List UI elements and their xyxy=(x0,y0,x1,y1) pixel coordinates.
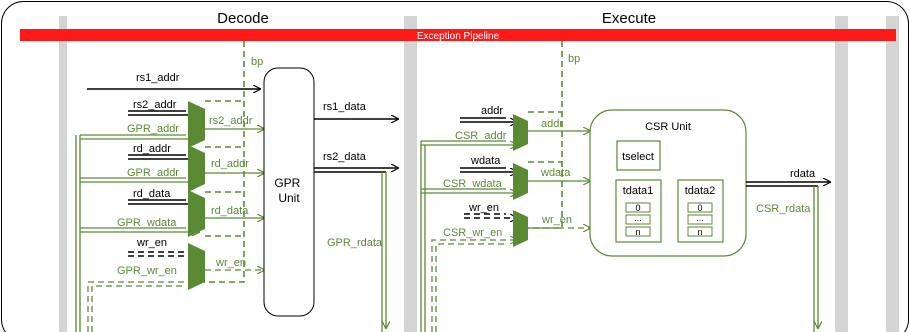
band-execute-right xyxy=(835,16,848,332)
tdata2-cell-n xyxy=(687,226,713,237)
execute-input-wr-en: wr_en xyxy=(468,202,499,214)
tdata1-label: tdata1 xyxy=(623,185,654,197)
decode-mux-rd-addr xyxy=(188,145,205,192)
execute-output-rdata: rdata xyxy=(790,168,816,180)
band-far-right xyxy=(886,16,899,332)
decode-output-rs2-data: rs2_data xyxy=(323,151,367,163)
execute-input-csr-wr-en: CSR_wr_en xyxy=(443,227,502,239)
execute-input-csr-addr: CSR_addr xyxy=(455,130,507,142)
decode-input-gpr-wdata: GPR_wdata xyxy=(117,217,177,229)
tdata2-register xyxy=(677,179,724,243)
tdata2-cell-0 xyxy=(687,202,713,213)
execute-stage: bp addr CSR_addr wdata CSR_wdata wr_en xyxy=(420,41,830,332)
decode-input-rd-addr: rd_addr xyxy=(133,143,171,155)
execute-mux-addr xyxy=(513,114,528,151)
execute-mux-out-wr-en: wr_en xyxy=(541,214,572,226)
decode-output-rs1-data: rs1_data xyxy=(323,101,367,113)
band-left xyxy=(59,16,67,332)
tdata2-cell-mid xyxy=(687,214,713,225)
tdata1-cell-mid xyxy=(625,214,651,225)
gpr-unit-line1: GPR xyxy=(274,176,300,190)
tdata2-cell-mid-text: ... xyxy=(696,213,704,223)
tdata1-cell-0-text: 0 xyxy=(635,203,640,213)
decode-input-wr-en: wr_en xyxy=(136,237,167,249)
execute-bp-line xyxy=(528,41,563,229)
decode-input-rs2-addr: rs2_addr xyxy=(133,99,177,111)
pipeline-register-bands xyxy=(59,16,899,332)
exception-pipeline-bar xyxy=(20,29,896,41)
tdata1-cell-0 xyxy=(625,202,651,213)
decode-mux-wr-en xyxy=(188,243,205,290)
decode-mux-rs2-addr xyxy=(188,101,205,148)
tdata2-label: tdata2 xyxy=(685,185,716,197)
execute-input-addr: addr xyxy=(481,105,503,117)
stage-title-execute: Execute xyxy=(602,10,656,27)
decode-mux-out-rd-addr: rd_addr xyxy=(211,158,249,170)
tdata1-cell-mid-text: ... xyxy=(634,213,642,223)
execute-bp-label: bp xyxy=(568,53,580,65)
decode-input-rd-data: rd_data xyxy=(133,188,171,200)
gpr-unit-line2: Unit xyxy=(278,191,300,205)
decode-stage: bp rs1_addr rs2_ xyxy=(75,41,398,332)
stage-title-decode: Decode xyxy=(217,10,269,27)
decode-feedback-gpr-rdata: GPR_rdata xyxy=(327,237,383,249)
tdata1-cell-n-text: n xyxy=(635,227,640,237)
decode-input-gpr-addr-2: GPR_addr xyxy=(127,167,179,179)
execute-mux-out-addr: addr xyxy=(541,118,563,130)
exception-pipeline-label: Exception Pipeline xyxy=(417,31,500,42)
execute-feedback-csr-rdata: CSR_rdata xyxy=(756,203,811,215)
decode-mux-out-rs2-addr: rs2_addr xyxy=(209,115,253,127)
gpr-unit-block xyxy=(263,67,315,317)
execute-input-csr-wdata: CSR_wdata xyxy=(443,178,503,190)
execute-mux-out-wdata: wdata xyxy=(540,167,571,179)
decode-mux-out-rd-data: rd_data xyxy=(211,205,249,217)
execute-mux-wr-en xyxy=(513,210,528,247)
decode-input-gpr-wr-en: GPR_wr_en xyxy=(117,265,177,277)
tselect-register xyxy=(616,140,661,171)
execute-input-wdata: wdata xyxy=(470,155,501,167)
execute-mux-wdata xyxy=(513,163,528,200)
decode-input-gpr-addr-1: GPR_addr xyxy=(127,123,179,135)
decode-bp-line xyxy=(190,41,245,283)
gpr-unit-label: GPR Unit xyxy=(274,176,303,205)
csr-unit-title: CSR Unit xyxy=(645,121,691,133)
tselect-label: tselect xyxy=(622,151,654,163)
decode-bp-label: bp xyxy=(251,56,263,68)
tdata2-cell-0-text: 0 xyxy=(697,203,702,213)
tdata2-cell-n-text: n xyxy=(697,227,702,237)
tdata1-cell-n xyxy=(625,226,651,237)
band-decode-execute xyxy=(404,16,417,332)
decode-mux-rd-data xyxy=(188,190,205,237)
decode-input-rs1-addr: rs1_addr xyxy=(136,72,180,84)
decode-mux-out-wr-en: wr_en xyxy=(215,257,246,269)
